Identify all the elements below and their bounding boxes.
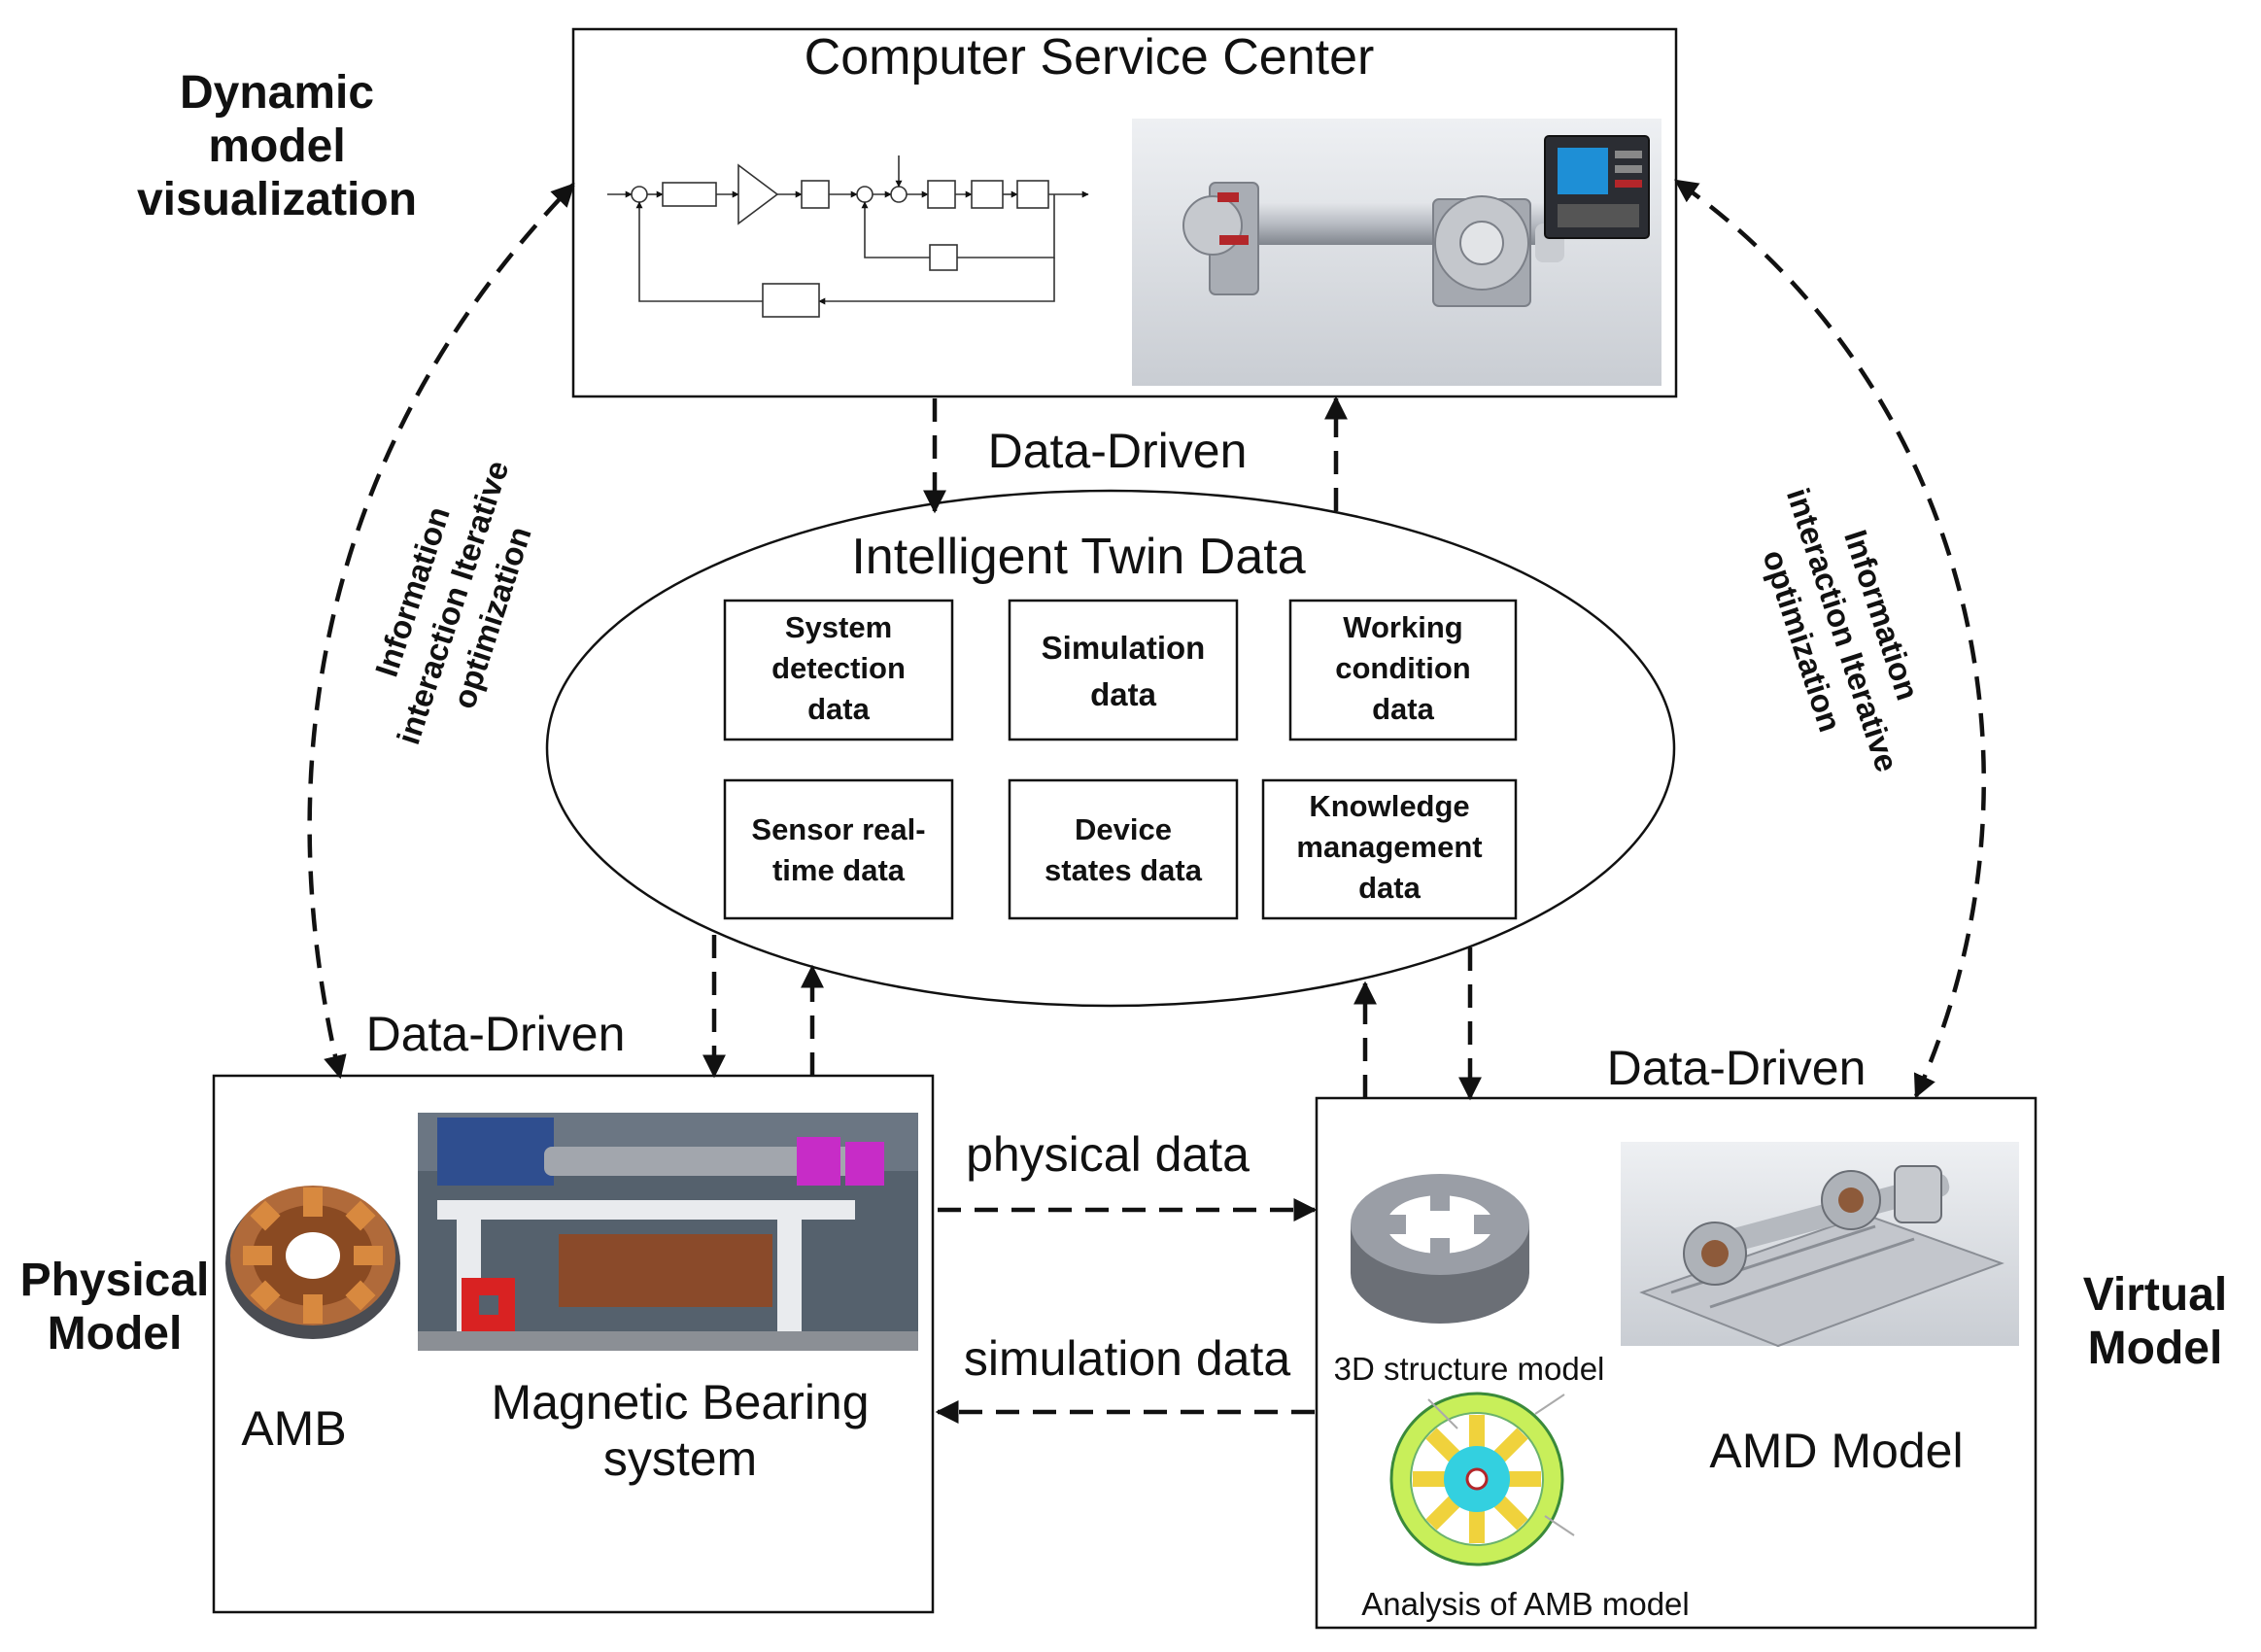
amb-analysis-image: [1389, 1392, 1575, 1566]
physical-data-label: physical data: [966, 1127, 1250, 1182]
data-driven-left-label: Data-Driven: [365, 1007, 626, 1061]
amd-cad-model: [1621, 1142, 2019, 1348]
twin-cell-frame: [1261, 778, 1518, 920]
analysis-model-caption: Analysis of AMB model: [1361, 1586, 1690, 1622]
left-loop-arrow: [307, 183, 575, 1080]
twin-cell-frame: [1288, 599, 1518, 741]
dashed-arrows: [307, 179, 1986, 1424]
rotor-3d-render: [1132, 119, 1661, 386]
amb-stator-image: [225, 1186, 400, 1339]
right-loop-arrow: [1674, 179, 1986, 1099]
data-driven-top-label: Data-Driven: [987, 424, 1248, 478]
virtual-model-label: Virtual Model: [2082, 1269, 2228, 1375]
twin-cell-sensor-realtime: Sensor real-time data: [751, 812, 926, 887]
simulation-data-label: simulation data: [963, 1331, 1291, 1386]
magnetic-bearing-caption: Magnetic Bearing system: [491, 1375, 870, 1486]
structure-3d-stator: [1351, 1174, 1529, 1324]
control-block-diagram: [607, 155, 1089, 318]
twin-cell-frame: [723, 778, 954, 920]
amd-model-caption: AMD Model: [1709, 1424, 1964, 1478]
dynamic-visualization-label: Dynamic model visualization: [136, 67, 418, 226]
physical-model-label: Physical Model: [19, 1255, 210, 1360]
data-driven-right-label: Data-Driven: [1606, 1041, 1867, 1095]
intelligent-twin-data-title: Intelligent Twin Data: [851, 529, 1306, 585]
structure-model-caption: 3D structure model: [1333, 1351, 1605, 1387]
magnetic-bearing-photo: [418, 1113, 918, 1351]
twin-cell-frame: [1008, 599, 1239, 741]
amb-caption: AMB: [241, 1401, 347, 1456]
twin-cell-frame: [723, 599, 954, 741]
twin-cell-frame: [1008, 778, 1239, 920]
computer-service-center-title: Computer Service Center: [804, 29, 1375, 86]
